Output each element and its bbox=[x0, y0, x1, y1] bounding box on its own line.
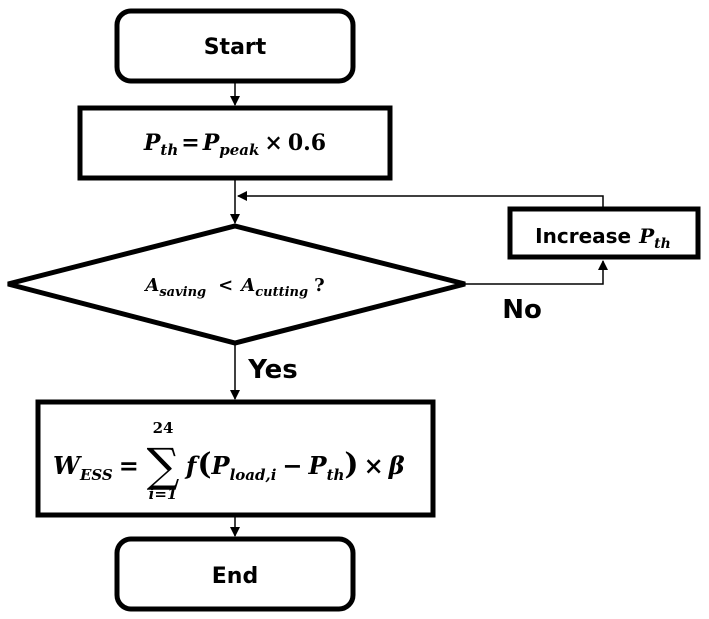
start-label: Start bbox=[204, 35, 267, 60]
sum-lower-limit: i=1 bbox=[149, 485, 178, 503]
wess-lhs: WESS= bbox=[53, 451, 139, 484]
end-node: End bbox=[114, 536, 356, 612]
threshold-formula: Pth=Ppeak×0.6 bbox=[143, 130, 326, 159]
decision-condition: Asaving<Acutting? bbox=[143, 275, 324, 300]
no-label: No bbox=[502, 295, 542, 325]
decision-node: Asaving<Acutting? bbox=[7, 223, 466, 346]
sum-upper-limit: 24 bbox=[153, 419, 174, 437]
end-label: End bbox=[212, 564, 258, 589]
sum-symbol: ∑ bbox=[147, 438, 180, 492]
wess-rhs: f(Pload,i−Pth)×β bbox=[184, 447, 405, 484]
threshold-node: Pth=Ppeak×0.6 bbox=[77, 105, 393, 181]
wess-formula: WESS= 24 ∑ i=1 f(Pload,i−Pth)×β bbox=[53, 419, 405, 503]
yes-label: Yes bbox=[247, 355, 298, 385]
start-node: Start bbox=[114, 8, 356, 84]
arrow-no-to-increase bbox=[465, 260, 608, 285]
arrow-loop-back bbox=[237, 191, 604, 209]
wess-node: WESS= 24 ∑ i=1 f(Pload,i−Pth)×β bbox=[35, 399, 436, 518]
